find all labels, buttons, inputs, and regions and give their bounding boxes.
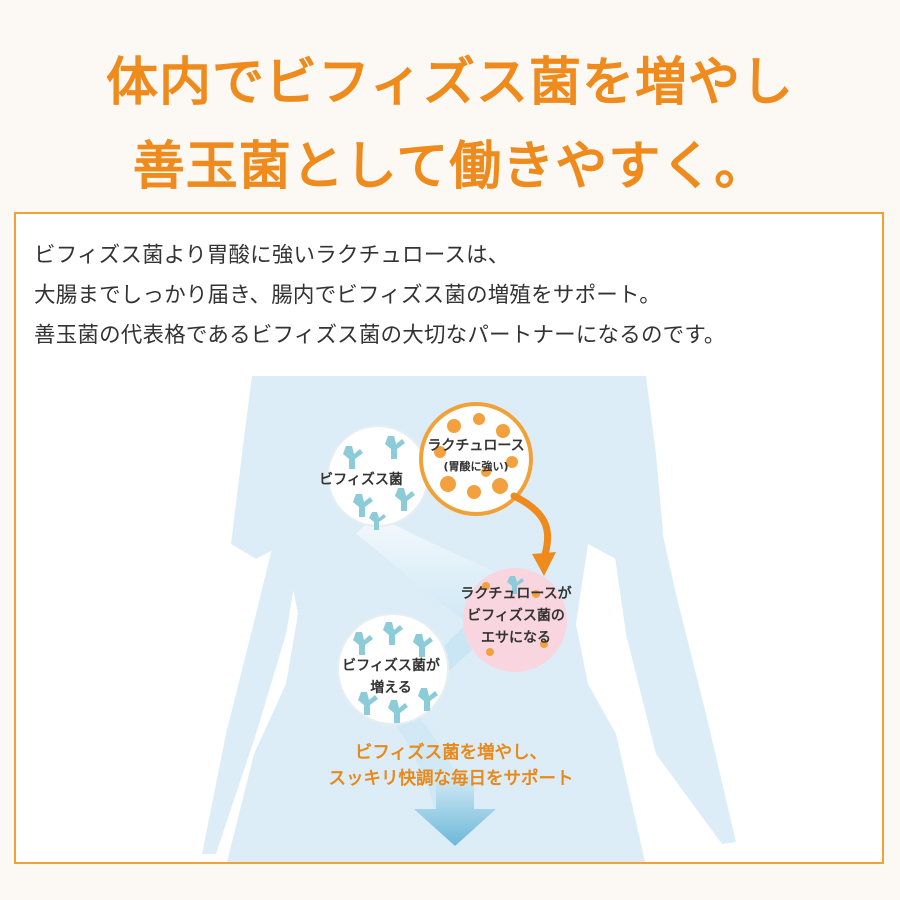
bifidus-label: ビフィズス菌 bbox=[319, 472, 403, 488]
increase-label-1: ビフィズス菌が bbox=[342, 658, 440, 674]
increase-label-2: 増える bbox=[370, 680, 412, 696]
bottom-message-line-2: スッキリ快調な毎日をサポート bbox=[328, 769, 574, 789]
lactulose-molecule-icon bbox=[419, 402, 533, 516]
lactulose-label: ラクチュロース bbox=[427, 438, 525, 454]
info-panel: ビフィズス菌より胃酸に強いラクチュロースは、 大腸までしっかり届き、腸内でビフィ… bbox=[14, 212, 884, 864]
increase-bacteria-icon bbox=[337, 613, 449, 725]
description-line-3: 善玉菌の代表格であるビフィズス菌の大切なパートナーになるのです。 bbox=[34, 323, 726, 348]
left-arm bbox=[202, 514, 306, 854]
description-text: ビフィズス菌より胃酸に強いラクチュロースは、 大腸までしっかり届き、腸内でビフィ… bbox=[34, 236, 874, 356]
food-label-3: エサになる bbox=[481, 630, 551, 646]
headline-line-1: 体内でビフィズス菌を増やし bbox=[106, 53, 794, 113]
right-arm bbox=[606, 494, 736, 844]
lactulose-sublabel: (胃酸に強い) bbox=[443, 460, 509, 473]
headline-line-2: 善玉菌として働きやすく。 bbox=[132, 137, 768, 197]
down-arrow-icon bbox=[414, 774, 496, 846]
bottom-message-line-1: ビフィズス菌を増やし、 bbox=[354, 743, 548, 763]
bifidus-bacteria-icon bbox=[327, 425, 429, 530]
flow-arrow-icon bbox=[510, 492, 552, 562]
food-label-1: ラクチュロースが bbox=[460, 586, 572, 602]
description-line-1: ビフィズス菌より胃酸に強いラクチュロースは、 bbox=[34, 243, 510, 268]
intestine-illustration bbox=[202, 376, 736, 862]
food-circle-icon bbox=[463, 568, 567, 672]
bottom-message: ビフィズス菌を増やし、 スッキリ快調な毎日をサポート bbox=[16, 740, 882, 792]
food-label-2: ビフィズス菌の bbox=[467, 608, 565, 624]
description-line-2: 大腸までしっかり届き、腸内でビフィズス菌の増殖をサポート。 bbox=[34, 283, 661, 308]
